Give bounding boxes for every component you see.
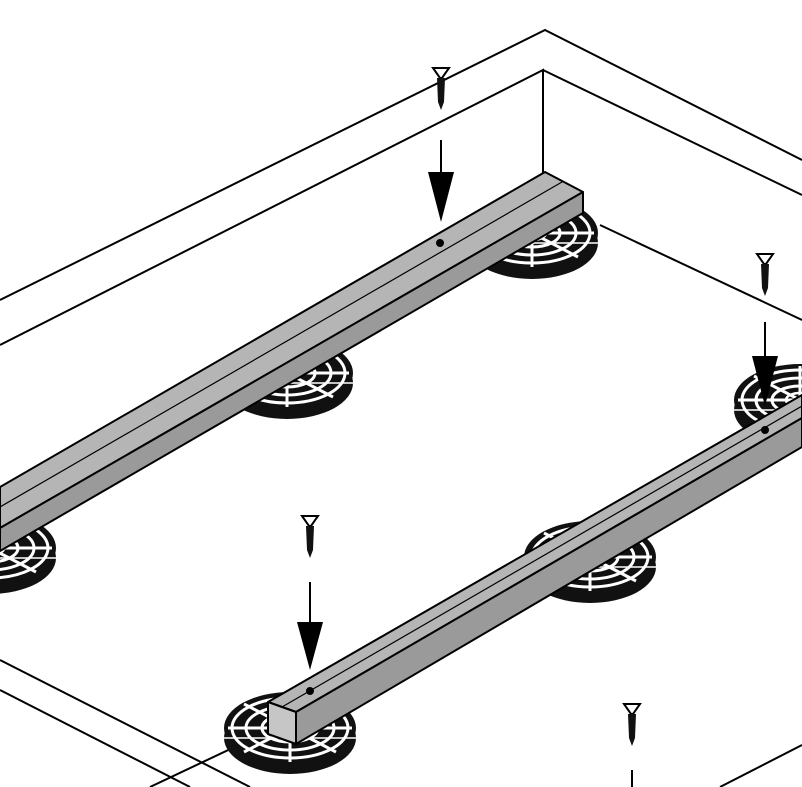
joist-beam [0, 171, 584, 552]
insertion-arrow [752, 322, 778, 406]
screw [432, 67, 450, 111]
insertion-arrow [297, 582, 323, 670]
screw [756, 253, 774, 297]
joist-beam [267, 394, 802, 745]
screw [301, 515, 319, 559]
frame-outline [0, 28, 802, 787]
insertion-arrow [428, 140, 454, 222]
screw [623, 703, 641, 747]
